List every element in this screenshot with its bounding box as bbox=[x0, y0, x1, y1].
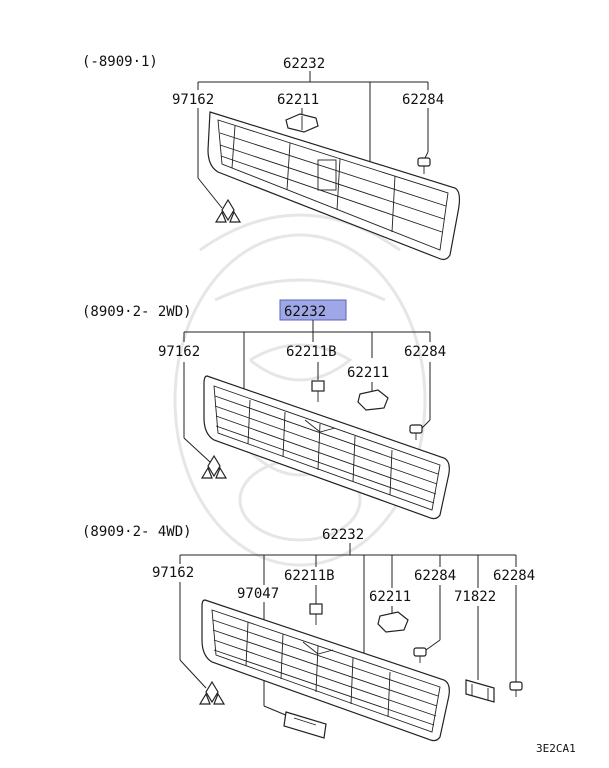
section-1-screw-label: 62284 bbox=[402, 92, 444, 108]
section-1-clip-label: 62211 bbox=[277, 92, 319, 108]
grille-middle bbox=[203, 375, 450, 520]
section-3-clip-b-label: 62211B bbox=[284, 568, 335, 584]
section-3-clip-62211 bbox=[377, 611, 409, 633]
section-3-bracket-71822 bbox=[465, 679, 495, 703]
section-1-clip-62211 bbox=[285, 113, 319, 133]
section-3-clip-label: 62211 bbox=[369, 589, 411, 605]
section-2-emblem-label: 97162 bbox=[158, 344, 200, 360]
section-3-screw-2-62284 bbox=[509, 681, 523, 697]
section-2-assembly-label: 62232 bbox=[284, 304, 326, 320]
section-3-bracket-label: 71822 bbox=[454, 589, 496, 605]
section-1-emblem-97162 bbox=[214, 198, 242, 223]
section-3-assembly-label: 62232 bbox=[322, 527, 364, 543]
section-3-emblem-97162 bbox=[198, 680, 226, 705]
section-2-clip-62211B bbox=[311, 380, 325, 402]
section-1: (-8909·1) 62232 97162 62211 62284 bbox=[82, 54, 461, 261]
section-1-leader-lines bbox=[197, 71, 429, 209]
section-3-clip-62211B bbox=[309, 603, 323, 625]
section-3-screw-2-label: 62284 bbox=[493, 568, 535, 584]
section-2-screw-62284 bbox=[409, 424, 423, 440]
section-2: (8909·2- 2WD) 62232 97162 62211B 62284 6… bbox=[82, 299, 450, 520]
section-3: (8909·2- 4WD) 62232 97162 62211B 62284 6… bbox=[82, 524, 535, 742]
section-1-assembly-label: 62232 bbox=[283, 56, 325, 72]
grille-upper bbox=[207, 111, 461, 261]
section-2-screw-label: 62284 bbox=[404, 344, 446, 360]
section-1-screw-62284 bbox=[417, 157, 431, 174]
section-2-clip-62211 bbox=[357, 389, 389, 411]
section-1-range: (-8909·1) bbox=[82, 54, 158, 70]
section-2-clip-b-label: 62211B bbox=[286, 344, 337, 360]
section-3-emblem-label: 97162 bbox=[152, 565, 194, 581]
section-3-badge-label: 97047 bbox=[237, 586, 279, 602]
section-1-emblem-label: 97162 bbox=[172, 92, 214, 108]
grille-lower bbox=[201, 599, 450, 742]
section-3-leader-lines bbox=[179, 543, 517, 717]
diagram-code: 3E2CA1 bbox=[536, 742, 576, 755]
section-2-range: (8909·2- 2WD) bbox=[82, 304, 192, 320]
section-2-clip-label: 62211 bbox=[347, 365, 389, 381]
section-2-leader-lines bbox=[183, 320, 431, 463]
section-3-screw-label: 62284 bbox=[414, 568, 456, 584]
section-3-range: (8909·2- 4WD) bbox=[82, 524, 192, 540]
section-3-badge-97047 bbox=[283, 711, 327, 739]
section-3-screw-62284 bbox=[413, 647, 427, 663]
section-2-emblem-97162 bbox=[200, 454, 228, 479]
